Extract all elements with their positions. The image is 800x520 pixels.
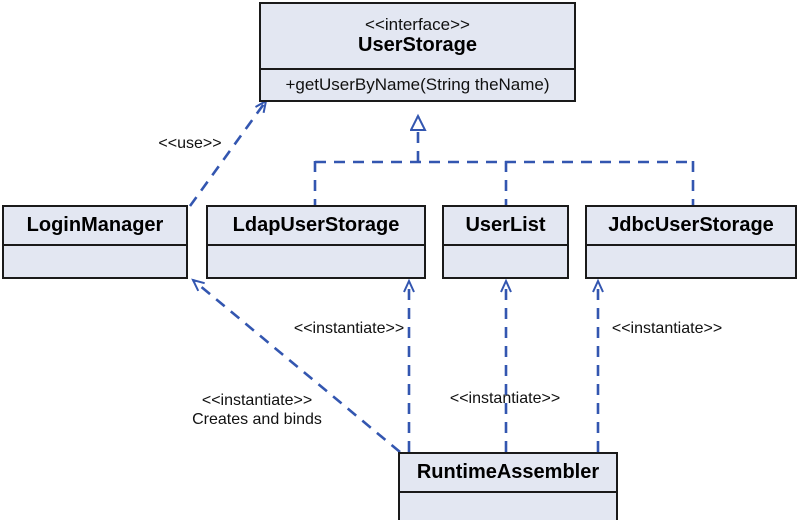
class-members-user-storage: +getUserByName(String theName) xyxy=(261,70,574,100)
class-header-runtime-assembler: RuntimeAssembler xyxy=(400,454,616,493)
class-box-user-list[interactable]: UserList xyxy=(442,205,569,279)
edge-label-use-text: <<use>> xyxy=(158,135,222,152)
edge-label-instantiate-ldap: <<instantiate>> xyxy=(278,320,420,339)
class-member-get-user-by-name: +getUserByName(String theName) xyxy=(285,75,550,94)
edge-label-instantiate-ldap-text: <<instantiate>> xyxy=(293,320,405,337)
class-stereotype-user-storage: <<interface>> xyxy=(365,14,470,34)
class-members-user-list xyxy=(444,246,567,277)
class-box-login-manager[interactable]: LoginManager xyxy=(2,205,188,279)
class-box-jdbc-user-storage[interactable]: JdbcUserStorage xyxy=(585,205,797,279)
edge-label-instantiate-login-line1: <<instantiate>> xyxy=(201,392,313,409)
class-name-ldap-user-storage: LdapUserStorage xyxy=(232,214,400,236)
class-members-login-manager xyxy=(4,246,186,277)
edge-label-instantiate-userlist: <<instantiate>> xyxy=(434,390,576,409)
class-members-ldap-user-storage xyxy=(208,246,424,277)
class-members-jdbc-user-storage xyxy=(587,246,795,277)
edge-label-instantiate-login-line2: Creates and binds xyxy=(192,410,322,428)
edge-label-instantiate-jdbc-text: <<instantiate>> xyxy=(611,320,723,337)
class-box-runtime-assembler[interactable]: RuntimeAssembler xyxy=(398,452,618,520)
class-box-user-storage[interactable]: <<interface>> UserStorage +getUserByName… xyxy=(259,2,576,102)
class-name-user-storage: UserStorage xyxy=(358,34,477,57)
class-header-login-manager: LoginManager xyxy=(4,207,186,246)
class-header-user-list: UserList xyxy=(444,207,567,246)
class-header-ldap-user-storage: LdapUserStorage xyxy=(208,207,424,246)
edge-label-instantiate-login: <<instantiate>> Creates and binds xyxy=(178,392,336,430)
class-name-jdbc-user-storage: JdbcUserStorage xyxy=(608,214,774,236)
class-header-user-storage: <<interface>> UserStorage xyxy=(261,4,574,70)
class-members-runtime-assembler xyxy=(400,493,616,520)
edge-label-instantiate-userlist-text: <<instantiate>> xyxy=(449,390,561,407)
class-name-user-list: UserList xyxy=(465,214,546,236)
edge-label-instantiate-jdbc: <<instantiate>> xyxy=(596,320,738,339)
class-name-runtime-assembler: RuntimeAssembler xyxy=(416,461,600,483)
class-header-jdbc-user-storage: JdbcUserStorage xyxy=(587,207,795,246)
class-box-ldap-user-storage[interactable]: LdapUserStorage xyxy=(206,205,426,279)
class-name-login-manager: LoginManager xyxy=(26,214,164,236)
edge-label-use: <<use>> xyxy=(144,135,236,154)
